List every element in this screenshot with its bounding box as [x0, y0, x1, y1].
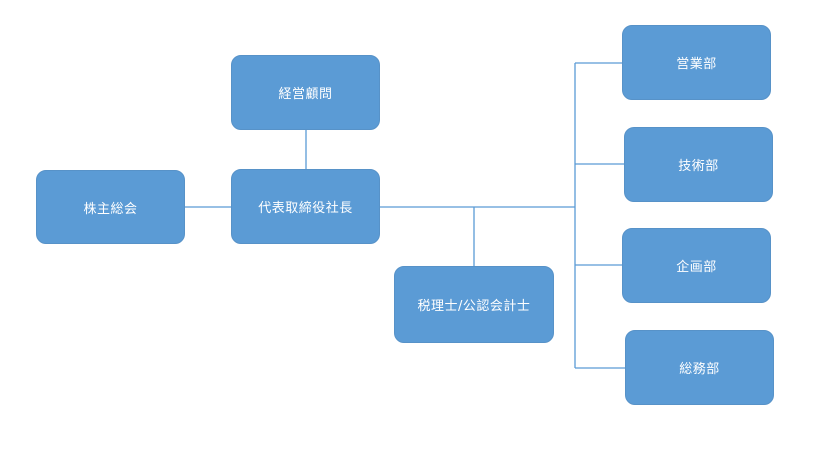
- node-label: 税理士/公認会計士: [417, 299, 531, 314]
- node-label: 企画部: [676, 260, 717, 275]
- node-label: 営業部: [676, 57, 717, 72]
- node-label: 代表取締役社長: [258, 201, 353, 216]
- node-planning-department: 企画部: [622, 228, 771, 303]
- node-sales-department: 営業部: [622, 25, 771, 100]
- node-label: 株主総会: [83, 201, 138, 217]
- node-technology-department: 技術部: [624, 127, 773, 202]
- node-label: 総務部: [679, 362, 720, 377]
- node-ceo: 代表取締役社長: [231, 169, 380, 244]
- node-label: 経営顧問: [278, 87, 333, 102]
- node-management-advisor: 経営顧問: [231, 55, 380, 130]
- node-general-affairs-department: 総務部: [625, 330, 774, 405]
- node-tax-accountant: 税理士/公認会計士: [394, 266, 554, 343]
- node-shareholders-meeting: 株主総会: [36, 170, 185, 244]
- node-label: 技術部: [678, 159, 719, 174]
